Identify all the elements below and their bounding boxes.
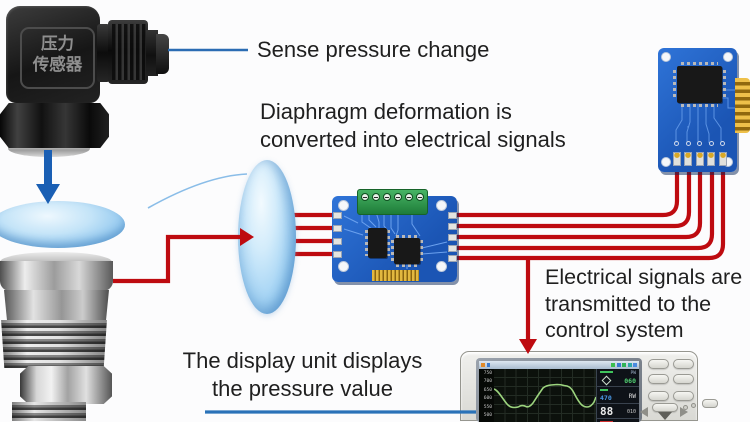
diaphragm-deformation-label: Diaphragm deformation is converted into … xyxy=(260,98,566,154)
diaphragm-disk xyxy=(0,201,125,248)
mounting-hole xyxy=(436,261,447,272)
sensor-connector-ridges xyxy=(112,24,146,80)
nav-down-icon xyxy=(658,412,672,420)
wire-pad xyxy=(707,152,715,166)
diamond-icon xyxy=(602,375,612,385)
ic-chip xyxy=(394,238,420,264)
solder-pad xyxy=(333,251,342,258)
solder-pad xyxy=(448,223,457,230)
wire-pad xyxy=(696,152,704,166)
recorder-button xyxy=(673,391,694,401)
recorder-button xyxy=(673,374,694,384)
solder-pad xyxy=(333,238,342,245)
fitting-body xyxy=(4,290,109,322)
electrical-signals-label: Electrical signals are transmitted to th… xyxy=(545,264,742,344)
solder-pad xyxy=(448,255,457,262)
sensor-label: 压力 传感器 xyxy=(20,27,95,89)
pressure-port-fitting xyxy=(0,261,113,291)
display-unit-label: The display unit displays the pressure v… xyxy=(155,347,450,403)
fitting-stem xyxy=(12,402,86,421)
channel-indicators xyxy=(611,363,637,367)
recorder-enter-button xyxy=(652,403,678,412)
recorder-button xyxy=(673,359,694,369)
mounting-hole xyxy=(723,52,733,62)
solder-pad xyxy=(448,245,457,252)
pressure-waveform xyxy=(494,384,596,407)
mounting-hole xyxy=(661,157,671,167)
sensor-label-line1: 压力 xyxy=(41,35,74,53)
recorder-button xyxy=(648,391,669,401)
nav-right-icon xyxy=(680,407,688,417)
screen-titlebar xyxy=(479,361,639,369)
wire-pad xyxy=(719,152,727,166)
mounting-hole xyxy=(436,200,447,211)
diaphragm-lens xyxy=(238,160,296,314)
nav-left-icon xyxy=(640,407,648,417)
mounting-hole xyxy=(661,52,671,62)
recorder-button xyxy=(648,374,669,384)
waveform-plot xyxy=(494,369,596,422)
gold-edge-connector xyxy=(735,78,750,133)
screen-side-panel: PW 060 470 RW 88 010 xyxy=(596,369,639,422)
recorder-button xyxy=(648,359,669,369)
mounting-hole xyxy=(338,200,349,211)
wire-pad xyxy=(684,152,692,166)
wire-pad xyxy=(673,152,681,166)
mcu-chip xyxy=(677,66,722,103)
signal-conditioning-pcb xyxy=(332,196,457,282)
ic-chip xyxy=(368,228,387,258)
solder-pad xyxy=(448,212,457,219)
sensor-hex-nut xyxy=(0,103,109,148)
recorder-side-button xyxy=(702,399,718,408)
recorder-knob xyxy=(691,403,696,408)
sensor-label-line2: 传感器 xyxy=(33,56,83,74)
terminal-block xyxy=(357,189,428,215)
mounting-hole xyxy=(338,261,349,272)
transmitter-pcb xyxy=(658,48,737,172)
solder-pad xyxy=(448,234,457,241)
fitting-hex-nut xyxy=(20,366,112,404)
solder-pad xyxy=(333,225,342,232)
sense-pressure-label: Sense pressure change xyxy=(257,37,489,63)
fitting-threads xyxy=(0,320,108,368)
sensor-connector-cap xyxy=(156,34,169,74)
solder-pad xyxy=(333,212,342,219)
gold-edge-fingers xyxy=(372,270,419,281)
